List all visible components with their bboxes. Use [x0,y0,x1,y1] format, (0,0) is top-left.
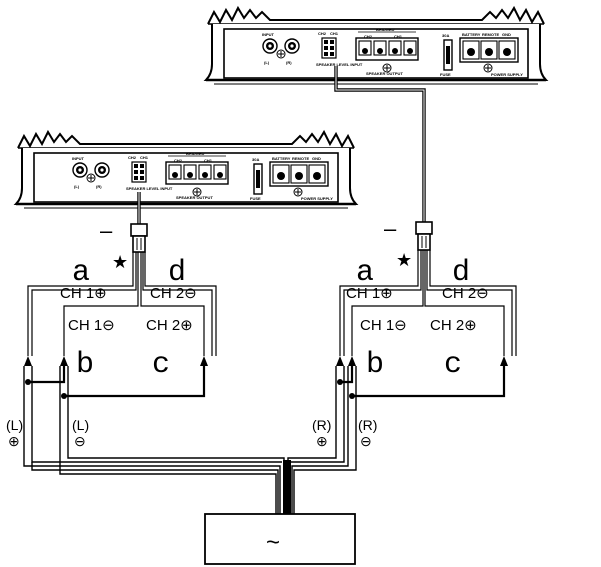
amp2-fuse-rating: 30A [252,157,259,162]
amp-speaker-level-input-label: SPEAKER LEVEL INPUT [316,62,363,67]
amp-gnd-label: GND [502,32,511,37]
amp-battery-label: BATTERY [462,32,481,37]
amp-right-label: (R) [286,60,292,65]
amp2-right-label: (R) [96,184,102,189]
letter-b-left: b [76,348,94,382]
amp-left-label: (L) [264,60,270,65]
amp2-ch1-label: CH1 [140,155,149,160]
source-left-label-plus: (L) [6,417,23,433]
harness-left: – ★ a d CH 1⊕ CH 2⊖ CH 1⊖ CH 2⊕ b c [23,218,217,452]
amp-out-ch2-label: CH2 [364,34,373,39]
source-left-label-minus: (L) [72,417,89,433]
amp2-bridged-label: BRIDGED [186,151,205,156]
amplifier-bottom: INPUT (L) (R) CH2 CH1 SPEAKER LEVEL INPU… [14,130,358,210]
amp2-remote-label: REMOTE [292,156,309,161]
amp-out-ch1-label: CH1 [394,34,403,39]
star-right: ★ [396,250,412,270]
amp-bridged-label: BRIDGED [376,27,395,32]
amp2-input-label: INPUT [72,156,85,161]
label-ch2-minus-left: CH 2⊖ [150,285,197,302]
letter-c-right: c [444,348,462,382]
letter-c-left: c [152,348,170,382]
amp2-left-label: (L) [74,184,80,189]
letter-a-left: a [72,256,90,290]
amp2-gnd-label: GND [312,156,321,161]
source-unit [204,513,356,565]
label-ch1-plus-right: CH 1⊕ [346,285,393,302]
amp2-fuse-label: FUSE [250,196,261,201]
source-cables [23,452,357,514]
amp-input-label: INPUT [262,32,275,37]
amp2-out-ch1-label: CH1 [204,158,213,163]
amp2-speaker-level-input-label: SPEAKER LEVEL INPUT [126,186,173,191]
amp2-out-ch2-label: CH2 [174,158,183,163]
source-right-label-minus: (R) [358,417,377,433]
letter-b-right: b [366,348,384,382]
amp2-speaker-output-label: SPEAKER OUTPUT [176,195,213,200]
amp-power-supply-label: POWER SUPPLY [491,72,523,77]
amplifier-top: INPUT (L) (R) CH2 CH1 SPEAKER LEVEL INPU… [204,6,548,86]
source-right-plus: ⊕ [316,433,328,449]
letter-d-left: d [168,256,186,290]
amp-fuse-label: FUSE [440,72,451,77]
plug-minus-left: – [100,218,113,243]
amp2-ch2-label: CH2 [128,155,137,160]
source-right-label-plus: (R) [312,417,331,433]
source-right-minus: ⊖ [360,433,372,449]
label-ch2-minus-right: CH 2⊖ [442,285,489,302]
amp-ch2-label: CH2 [318,31,327,36]
plug-minus-right: – [384,216,397,241]
source-left-minus: ⊖ [74,433,86,449]
label-ch2-plus-left: CH 2⊕ [146,317,193,334]
label-ch2-plus-right: CH 2⊕ [430,317,477,334]
harness-right: – ★ a d CH 1⊕ CH 2⊖ CH 1⊖ CH 2⊕ b c [335,216,517,452]
amp-remote-label: REMOTE [482,32,499,37]
letter-d-right: d [452,256,470,290]
amp-ch1-label: CH1 [330,31,339,36]
amp2-power-supply-label: POWER SUPPLY [301,196,333,201]
amp2-battery-label: BATTERY [272,156,291,161]
amp-speaker-output-label: SPEAKER OUTPUT [366,71,403,76]
label-ch1-minus-right: CH 1⊖ [360,317,407,334]
ac-symbol: ~ [266,529,280,556]
amp-fuse-rating: 30A [442,33,449,38]
label-ch1-plus-left: CH 1⊕ [60,285,107,302]
label-ch1-minus-left: CH 1⊖ [68,317,115,334]
letter-a-right: a [356,256,374,290]
star-left: ★ [112,252,128,272]
source-left-plus: ⊕ [8,433,20,449]
